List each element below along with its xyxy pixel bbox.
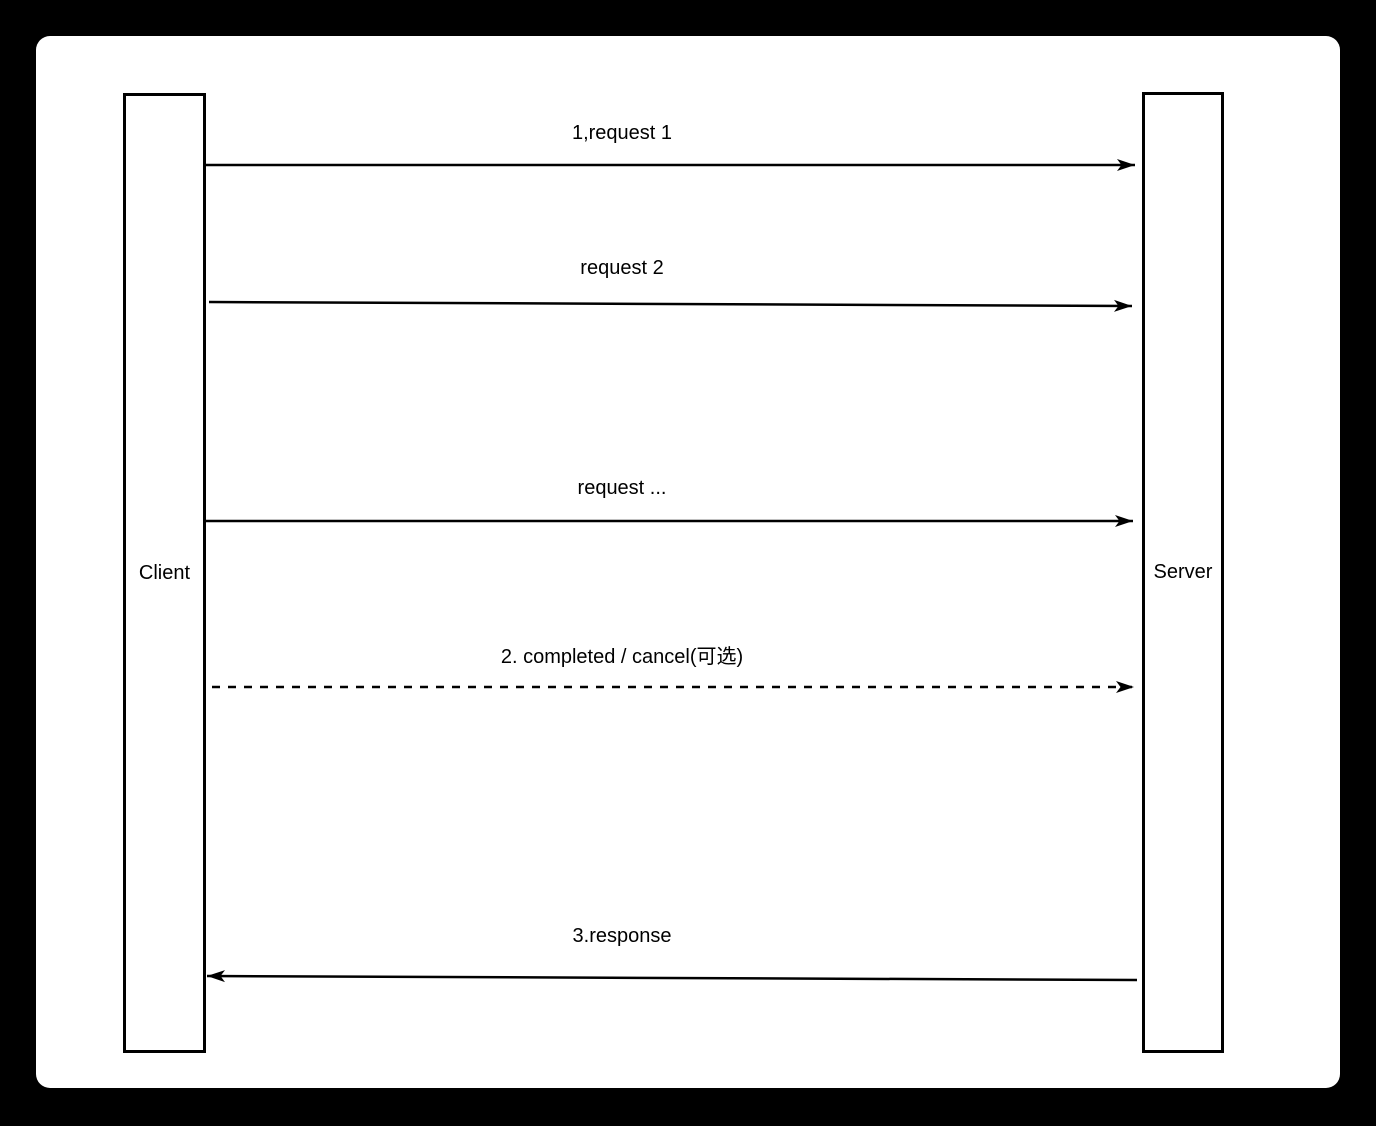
message-label-request-more: request ... bbox=[577, 477, 667, 499]
server-lifeline-box: Server bbox=[1142, 92, 1224, 1053]
message-label-request-2: request 2 bbox=[580, 257, 664, 279]
client-label: Client bbox=[138, 561, 191, 584]
server-label: Server bbox=[1153, 561, 1213, 583]
message-label-request-1: 1,request 1 bbox=[571, 122, 673, 144]
diagram-canvas bbox=[36, 36, 1340, 1088]
message-label-response: 3.response bbox=[572, 925, 672, 947]
message-label-completed-cancel: 2. completed / cancel(可选) bbox=[500, 646, 744, 668]
client-lifeline-box: Client bbox=[123, 93, 206, 1053]
